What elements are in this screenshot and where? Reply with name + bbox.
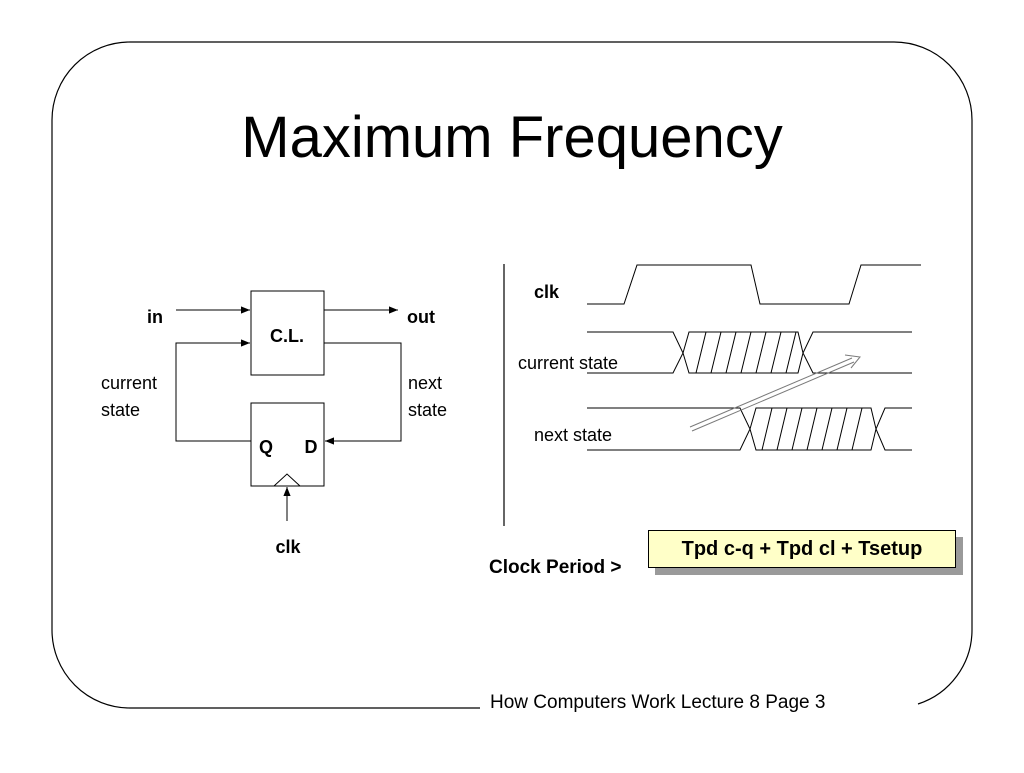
cl-label: C.L. [270,326,304,346]
register-q-label: Q [259,437,273,457]
circuit-diagram: C.L. Q D in out current state next state… [101,290,447,557]
out-label: out [407,307,435,327]
clock-triangle [273,473,301,487]
register-d-label: D [305,437,318,457]
current-state-hatch [695,331,797,374]
timing-diagram: clk current state [518,264,921,451]
slide-frame [51,41,973,709]
next-state-hatch [761,407,863,451]
timing-clk-label: clk [534,282,560,302]
next-state-wire [324,342,402,445]
clock-period-label: Clock Period > [489,557,622,578]
clk-waveform [587,264,921,305]
slide-footer: How Computers Work Lecture 8 Page 3 [490,692,825,713]
formula-text: Tpd c-q + Tpd cl + Tsetup [681,537,923,560]
current-state-label-line2: state [101,400,140,420]
timing-next-state-label: next state [534,425,612,445]
cl-box [250,290,325,376]
in-label: in [147,307,163,327]
formula-box: Tpd c-q + Tpd cl + Tsetup [648,530,956,568]
current-state-label-line1: current [101,373,157,393]
next-state-waveform [587,407,912,451]
register-box [250,402,325,487]
next-state-label-line2: state [408,400,447,420]
next-state-label-bg [532,424,636,446]
propagation-arrow [689,354,861,432]
slide-title: Maximum Frequency [241,105,782,170]
current-state-wire [175,339,251,442]
current-state-waveform [587,331,912,374]
next-state-label-line1: next [408,373,442,393]
circuit-clk-label: clk [275,537,301,557]
timing-current-state-label: current state [518,353,618,373]
